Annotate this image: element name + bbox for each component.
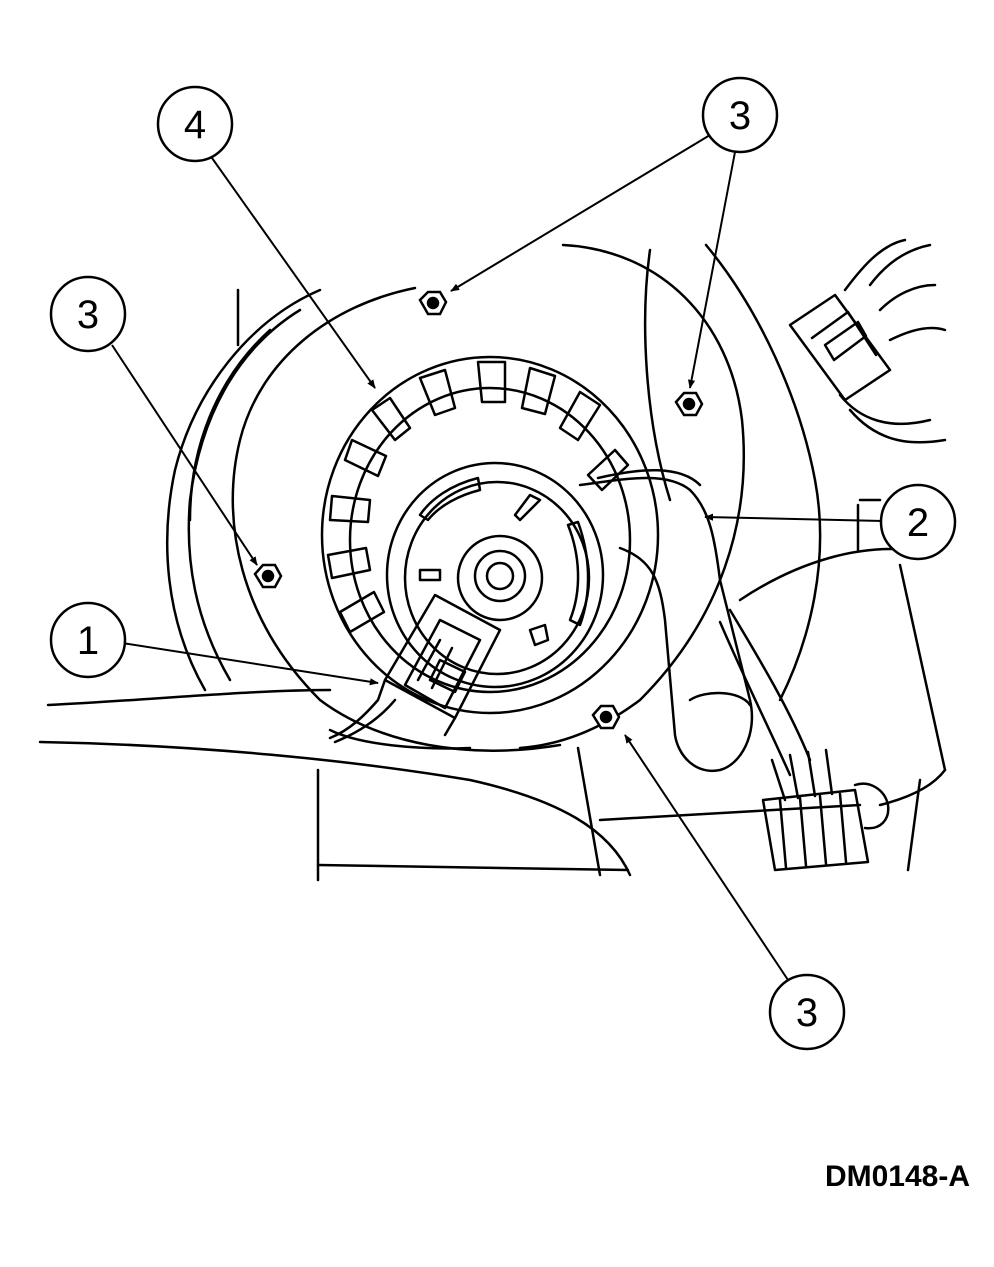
leader-line-3-left	[111, 344, 258, 566]
leader-line-1	[121, 642, 379, 686]
figure-code: DM0148-A	[824, 1160, 970, 1193]
screw-right	[674, 391, 704, 417]
upper-harness-connector	[788, 238, 947, 444]
housing-outline-right	[598, 243, 947, 872]
leader-line-2	[704, 513, 884, 522]
blower-motor	[385, 461, 605, 689]
leader-line-3-top	[450, 134, 711, 292]
cooling-tube	[578, 468, 754, 773]
callout-3-top: 3	[701, 76, 779, 154]
leader-line-4	[211, 157, 376, 389]
callout-3-left: 3	[49, 275, 127, 353]
callout-1-label: 1	[77, 619, 99, 663]
callout-1: 1	[49, 601, 127, 679]
housing-outline-left	[38, 288, 632, 882]
callout-4-label: 4	[184, 103, 206, 147]
lower-harness-connector	[761, 748, 890, 872]
screw-top	[418, 290, 448, 316]
callout-3-left-label: 3	[77, 293, 99, 337]
callout-3-bottom: 3	[768, 973, 846, 1051]
screw-bottom	[591, 704, 621, 730]
callout-2: 2	[879, 483, 957, 561]
leader-line-3-right	[687, 151, 736, 389]
motor-connector	[328, 593, 502, 744]
leader-line-3-bottom	[624, 734, 789, 981]
callout-3-top-label: 3	[729, 94, 751, 138]
blower-wheel	[320, 355, 660, 715]
callout-3-bottom-label: 3	[796, 991, 818, 1035]
callout-2-label: 2	[907, 501, 929, 545]
screw-left	[253, 563, 283, 589]
callout-4: 4	[156, 85, 234, 163]
mounting-screws	[253, 290, 704, 730]
